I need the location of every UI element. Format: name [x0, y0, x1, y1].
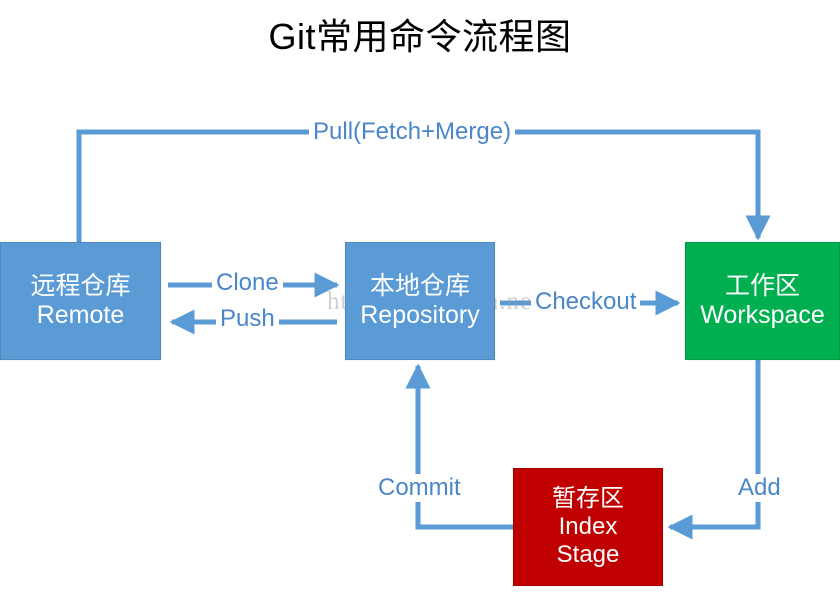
edge-label-add: Add — [734, 474, 785, 502]
edge-label-push: Push — [216, 305, 279, 333]
node-remote-line-1: 远程仓库 — [30, 271, 131, 300]
node-remote[interactable]: 远程仓库 Remote — [0, 242, 161, 360]
edge-pull-path — [76, 129, 771, 242]
edge-commit-path — [405, 363, 513, 530]
node-index-line-3: Stage — [556, 541, 620, 569]
node-remote-line-2: Remote — [36, 301, 125, 329]
node-repository-line-1: 本地仓库 — [369, 271, 470, 300]
node-index-line-1: 暂存区 — [552, 484, 624, 512]
node-workspace-line-1: 工作区 — [724, 271, 800, 300]
page-title: Git常用命令流程图 — [268, 16, 572, 57]
edge-label-checkout: Checkout — [531, 288, 641, 316]
node-workspace-line-2: Workspace — [700, 301, 825, 329]
edge-label-clone: Clone — [212, 269, 283, 297]
edge-label-pull: Pull(Fetch+Merge) — [309, 118, 516, 146]
node-index-line-2: Index — [558, 512, 618, 540]
node-repository[interactable]: 本地仓库 Repository — [345, 242, 495, 360]
node-workspace[interactable]: 工作区 Workspace — [685, 242, 840, 360]
node-index[interactable]: 暂存区 Index Stage — [513, 468, 663, 586]
edge-label-commit: Commit — [374, 474, 465, 502]
node-repository-line-2: Repository — [360, 301, 480, 329]
